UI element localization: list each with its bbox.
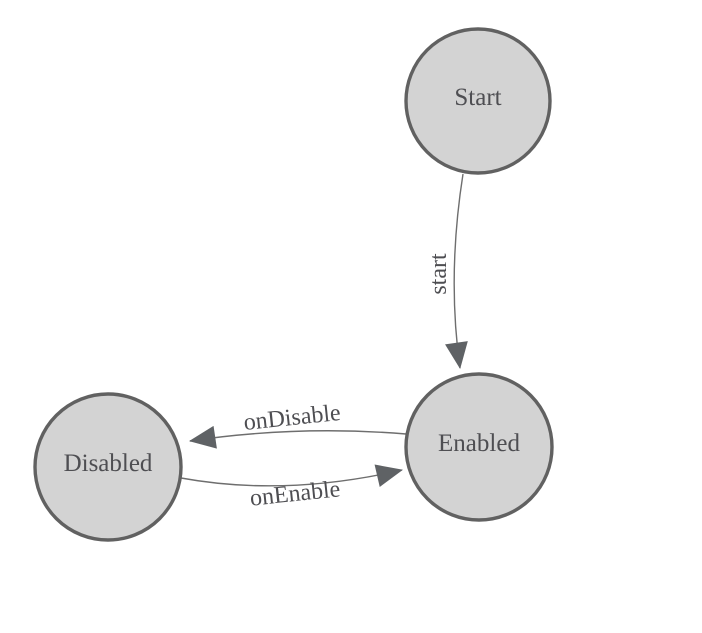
state-nodes: Start Enabled Disabled: [33, 27, 554, 542]
state-label-start: Start: [454, 84, 501, 111]
state-node-start: Start: [404, 27, 552, 175]
state-circle-disabled: [33, 392, 183, 542]
state-circle-enabled: [404, 372, 554, 522]
transition-edge-start: [445, 173, 468, 369]
state-node-enabled: Enabled: [404, 372, 554, 522]
transition-edge-onenable: [180, 464, 403, 487]
state-node-disabled: Disabled: [33, 392, 183, 542]
transition-label-start: start: [426, 253, 452, 295]
state-circle-start: [404, 27, 552, 175]
state-label-disabled: Disabled: [64, 450, 153, 477]
state-label-enabled: Enabled: [438, 430, 520, 457]
transition-label-onenable: onEnable: [249, 476, 342, 511]
transition-edge-ondisable: [189, 425, 407, 449]
